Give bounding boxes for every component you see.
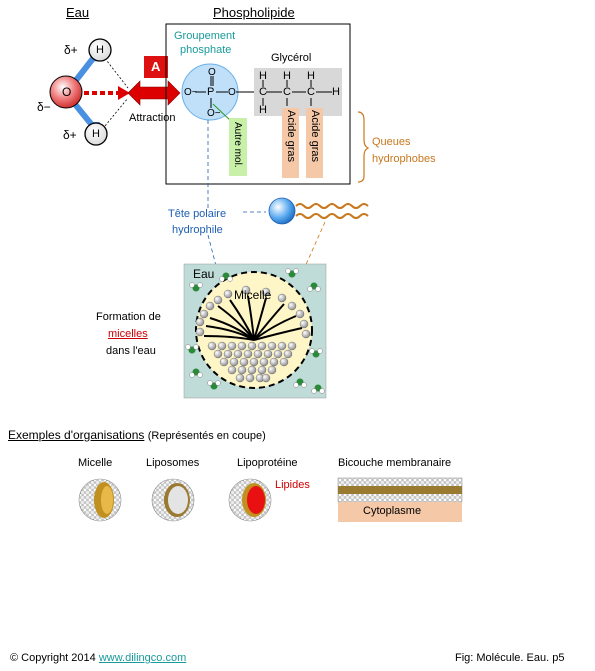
water-molecules-small: [185, 268, 325, 394]
delta-plus-bottom: δ+: [63, 128, 77, 142]
footer-copyright: © Copyright 2014 www.dilingco.com: [10, 652, 186, 665]
org-label-bilayer: Bicouche membranaire: [338, 457, 452, 469]
cytoplasm-label: Cytoplasme: [363, 505, 422, 517]
formation-label-1: Formation de: [96, 311, 161, 323]
org-bilayer-shape: [337, 477, 463, 522]
phospholipid-icon-head: [268, 197, 296, 225]
hydrogen-atom-top: [88, 38, 112, 62]
glycerol-c-3: C: [307, 86, 315, 98]
glycerol-label: Glycérol: [271, 52, 312, 64]
micelle-box-water-label: Eau: [193, 267, 215, 281]
head-label-2: hydrophile: [172, 224, 223, 236]
org-lipoprotein-shape: [228, 478, 272, 522]
other-mol-bg: [229, 118, 247, 176]
hydrogen-atom-bottom: [84, 122, 108, 146]
footer-fig: Fig: Molécule. Eau. p5: [455, 652, 565, 664]
org-liposome-shape: [151, 478, 195, 522]
phospholipid-frame: [165, 23, 351, 185]
phosphate-o-right: O: [228, 87, 236, 98]
delta-minus: δ−: [37, 100, 51, 114]
formation-label-3: dans l'eau: [106, 345, 156, 357]
glycerol-h-4: H: [259, 104, 267, 116]
hydrogen-label-top: H: [96, 44, 104, 56]
examples-title-text: Exemples d'organisations: [8, 428, 145, 442]
heading-phospholipid: Phospholipide: [213, 5, 295, 20]
fatty-acid-bg-1: [282, 108, 299, 178]
formation-micelles-link[interactable]: micelles: [108, 328, 148, 340]
tails-bracket: [357, 111, 370, 183]
badge-a: A: [151, 59, 161, 74]
phosphate-o-bottom: O−: [207, 108, 221, 119]
org-label-liposomes: Liposomes: [146, 457, 200, 469]
phosphate-p: P: [207, 86, 215, 98]
fatty-acid-label-2: Acide gras: [309, 110, 321, 162]
micelle-box-micelle-label: Micelle: [234, 288, 272, 302]
fatty-acid-label-1: Acide gras: [285, 110, 297, 162]
copyright-text: © Copyright 2014: [10, 652, 96, 664]
tails-label-2: hydrophobes: [372, 153, 436, 165]
org-micelle-shape: [78, 478, 122, 522]
phosphate-label-2: phosphate: [180, 44, 232, 56]
examples-note: (Représentés en coupe): [147, 430, 266, 442]
glycerol-c-2: C: [283, 86, 291, 98]
lipids-label: Lipides: [275, 479, 310, 491]
hydrogen-label-bottom: H: [92, 128, 100, 140]
phospholipid-icon-tail-1: [295, 203, 369, 209]
heading-water: Eau: [66, 5, 90, 20]
org-label-lipoprotein: Lipoprotéine: [237, 457, 298, 469]
oxygen-atom: [49, 75, 83, 109]
fatty-acid-bg-2: [306, 108, 323, 178]
glycerol-h-2: H: [283, 70, 291, 82]
head-label-1: Tête polaire: [168, 208, 227, 220]
phosphate-o-left: O−: [184, 87, 198, 98]
phosphate-label-1: Groupement: [174, 30, 236, 42]
micelle-heads: [195, 285, 311, 383]
footer-link[interactable]: www.dilingco.com: [98, 652, 187, 664]
micelle-tails: [203, 295, 303, 341]
attraction-label: Attraction: [129, 112, 176, 124]
attraction-arrow: [127, 80, 181, 106]
glycerol-h-1: H: [259, 70, 267, 82]
badge-a-box: [144, 56, 168, 78]
glycerol-h-end: H: [332, 86, 340, 98]
delta-plus-top: δ+: [64, 43, 78, 57]
org-label-micelle: Micelle: [78, 457, 113, 469]
phosphate-o-top: O: [208, 67, 216, 78]
oxygen-label: O: [62, 85, 72, 99]
tails-label-1: Queues: [372, 136, 411, 148]
phospholipid-icon-tail-2: [295, 213, 369, 219]
glycerol-h-3: H: [307, 70, 315, 82]
other-mol-label: Autre mol.: [232, 122, 243, 168]
examples-title: Exemples d'organisations (Représentés en…: [8, 429, 266, 443]
glycerol-c-1: C: [259, 86, 267, 98]
